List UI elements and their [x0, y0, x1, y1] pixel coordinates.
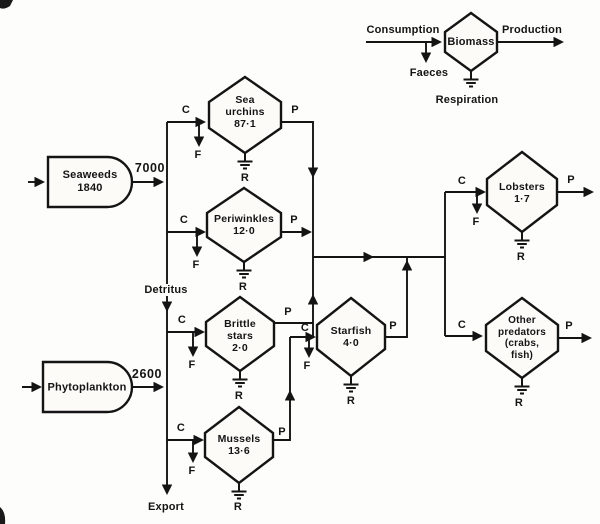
mussels-f-letter: F [188, 465, 196, 477]
flow-lines [22, 36, 594, 495]
brittle-stars-name-2: stars [226, 330, 254, 342]
brittle-stars-f-letter: F [188, 359, 196, 371]
other-predators-name-4: fish) [510, 349, 534, 361]
other-predators-label: Other predators (crabs, fish) [498, 315, 546, 361]
mussels-r-letter: R [233, 501, 243, 513]
starfish-name: Starfish [330, 325, 372, 337]
brittle-stars-label: Brittle stars 2·0 [224, 318, 256, 354]
periwinkles-name: Periwinkles [214, 213, 274, 225]
detritus-label: Detritus [142, 284, 190, 296]
legend-consumption-label: Consumption [366, 24, 440, 36]
other-predators-name-3: (crabs, [504, 338, 540, 349]
starfish-r-letter: R [346, 395, 356, 407]
other-predators-ground-icon [513, 377, 531, 395]
sea-urchins-f-letter: F [194, 149, 202, 161]
brittle-stars-value: 2·0 [232, 342, 248, 354]
mussels-name: Mussels [217, 433, 261, 445]
biomass-ground-icon [462, 70, 480, 88]
sea-urchins-ground-icon [236, 152, 254, 170]
legend-respiration-label: Respiration [435, 94, 499, 106]
brittle-stars-name-1: Brittle [224, 318, 256, 330]
mussels-p-letter: P [278, 426, 286, 438]
lobsters-r-letter: R [516, 251, 526, 263]
brittle-stars-ground-icon [231, 370, 249, 388]
brittle-stars-c-letter: C [177, 314, 187, 326]
lobsters-label: Lobsters 1·7 [499, 181, 545, 205]
seaweeds-label: Seaweeds 1840 [63, 169, 118, 195]
mussels-ground-icon [230, 482, 248, 500]
periwinkles-r-letter: R [238, 281, 248, 293]
sea-urchins-production-line [281, 121, 319, 178]
scan-artifact-bottom-left [0, 507, 6, 524]
compartments [41, 11, 560, 485]
starfish-f-letter: F [303, 360, 311, 372]
periwinkles-label: Periwinkles 12·0 [214, 213, 274, 237]
other-predators-r-letter: R [514, 397, 524, 409]
seaweeds-shape [46, 155, 134, 209]
mussels-label: Mussels 13·6 [218, 433, 261, 457]
starfish-c-letter: C [300, 322, 310, 334]
periwinkles-f-letter: F [192, 259, 200, 271]
starfish-value: 4·0 [343, 337, 359, 349]
lobsters-ground-icon [513, 231, 531, 249]
legend-biomass-label: Biomass [447, 36, 495, 48]
starfish-label: Starfish 4·0 [331, 325, 372, 349]
phytoplankton-label: Phytoplankton [48, 382, 127, 395]
seaweeds-name: Seaweeds [62, 169, 118, 181]
seaweeds-output-value: 7000 [134, 161, 166, 175]
other-predators-p-letter: P [565, 320, 573, 332]
starfish-production-line [385, 260, 413, 338]
sea-urchins-name-2: urchins [225, 106, 265, 118]
phytoplankton-output-value: 2600 [131, 367, 163, 381]
phytoplankton-shape [41, 360, 134, 414]
lobsters-f-letter: F [472, 216, 480, 228]
mussels-production-line [273, 390, 296, 441]
legend-production-label: Production [501, 24, 563, 36]
mussels-value: 13·6 [228, 445, 250, 457]
periwinkles-ground-icon [235, 261, 253, 279]
starfish-p-letter: P [389, 320, 397, 332]
phytoplankton-name: Phytoplankton [47, 381, 127, 394]
periwinkles-c-letter: C [179, 214, 189, 226]
periwinkles-value: 12·0 [233, 225, 255, 237]
mussels-c-letter: C [176, 422, 186, 434]
brittle-stars-r-letter: R [234, 390, 244, 402]
periwinkles-p-letter: P [290, 214, 298, 226]
legend-faeces-label: Faeces [409, 67, 449, 79]
lobsters-name: Lobsters [499, 181, 545, 193]
scan-artifact-top-left [0, 0, 13, 9]
scan-artifacts [0, 0, 13, 524]
seaweeds-value: 1840 [77, 182, 103, 194]
other-predators-c-letter: C [457, 319, 467, 331]
lobsters-p-letter: P [567, 174, 575, 186]
other-predators-name-1: Other [508, 315, 536, 326]
sea-urchins-r-letter: R [240, 172, 250, 184]
sea-urchins-name-1: Sea [235, 94, 255, 106]
other-predators-name-2: predators [498, 326, 546, 338]
sea-urchins-label: Sea urchins 87·1 [225, 94, 264, 130]
export-label: Export [147, 501, 185, 513]
lobsters-value: 1·7 [514, 193, 530, 205]
starfish-ground-icon [342, 375, 360, 393]
lobsters-c-letter: C [457, 175, 467, 187]
respiration-grounds [230, 70, 531, 500]
sea-urchins-p-letter: P [291, 104, 299, 116]
sea-urchins-value: 87·1 [234, 118, 256, 130]
sea-urchins-c-letter: C [181, 104, 191, 116]
brittle-stars-p-letter: P [284, 306, 292, 318]
